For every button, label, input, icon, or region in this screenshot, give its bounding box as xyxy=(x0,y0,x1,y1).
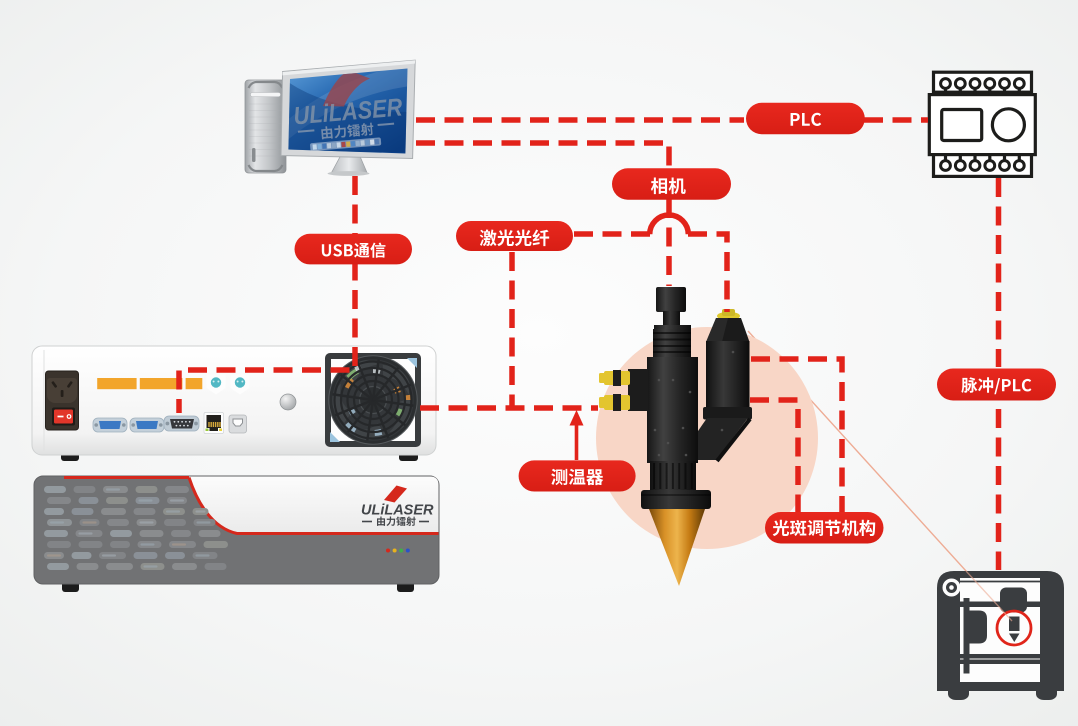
svg-text:ULiLASER: ULiLASER xyxy=(361,503,434,519)
